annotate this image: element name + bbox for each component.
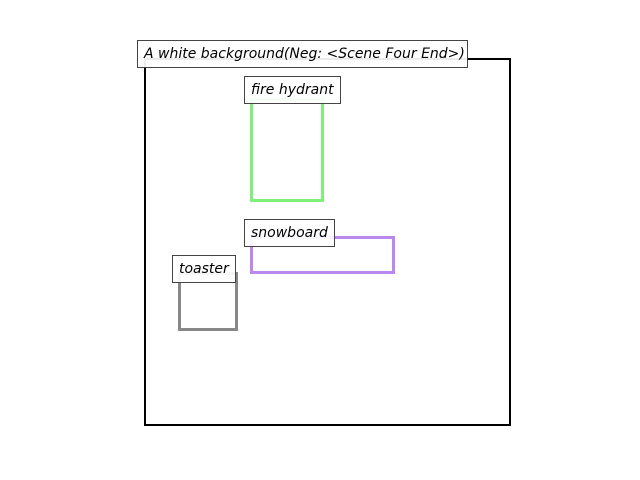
fire-hydrant-label: fire hydrant: [244, 76, 341, 104]
fire-hydrant-box: [250, 98, 324, 202]
toaster-label: toaster: [172, 255, 236, 283]
snowboard-label: snowboard: [244, 219, 335, 247]
scene-caption: A white background(Neg: <Scene Four End>…: [137, 40, 468, 68]
